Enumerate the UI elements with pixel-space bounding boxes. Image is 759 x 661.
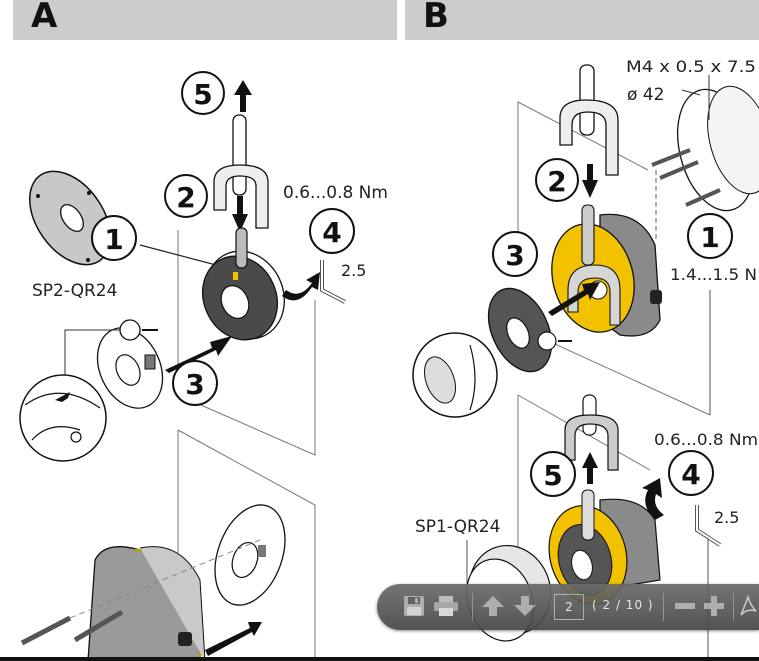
clamp-ring-b bbox=[487, 287, 572, 373]
step-3-b: 3 bbox=[492, 231, 538, 277]
step-3-a: 3 bbox=[172, 360, 218, 406]
fork-tool bbox=[213, 114, 269, 229]
sp2-plate bbox=[28, 170, 112, 266]
guide-plane bbox=[177, 230, 316, 456]
toolbar-separator bbox=[472, 593, 473, 621]
torque-label-b-mount: 1.4...1.5 N bbox=[670, 265, 757, 284]
arrow-down-icon bbox=[582, 164, 598, 198]
svg-text:3: 3 bbox=[505, 239, 524, 272]
panel-a-header: A bbox=[13, 0, 397, 40]
arrow-up-icon bbox=[582, 452, 598, 484]
hex-size-label-a: 2.5 bbox=[341, 261, 366, 280]
panel-b-header: B bbox=[405, 0, 759, 40]
panel-a-letter: A bbox=[31, 0, 58, 36]
arrow-up-icon bbox=[234, 80, 252, 112]
fork-tool-b bbox=[559, 64, 619, 176]
guide-line bbox=[177, 429, 316, 661]
step-1-a: 1 bbox=[91, 215, 137, 261]
floppy-disk-icon[interactable] bbox=[403, 595, 425, 619]
coupling-disk bbox=[202, 227, 285, 341]
plus-icon[interactable] bbox=[703, 595, 725, 619]
step-5-b: 5 bbox=[530, 451, 576, 497]
svg-text:1: 1 bbox=[104, 223, 123, 256]
printer-icon[interactable] bbox=[433, 595, 459, 619]
toolbar-separator bbox=[663, 593, 664, 621]
svg-text:2: 2 bbox=[176, 181, 195, 214]
alignment-line bbox=[69, 539, 261, 619]
torque-label-a: 0.6...0.8 Nm bbox=[283, 183, 388, 203]
diameter-label: ø 42 bbox=[627, 85, 664, 105]
panel-b-drawing: 2 1 3 5 4 M4 x 0.5 x 7.5 ø 42 1.4...1.5 … bbox=[412, 57, 759, 661]
rotate-arrow-icon bbox=[282, 272, 320, 301]
arrow-up-icon[interactable] bbox=[481, 595, 505, 619]
svg-text:3: 3 bbox=[185, 368, 204, 401]
pdf-toolbar: 2 ( 2 / 10 ) bbox=[377, 584, 759, 630]
step-2-b: 2 bbox=[535, 158, 579, 202]
hex-size-label-b: 2.5 bbox=[714, 508, 739, 527]
svg-text:5: 5 bbox=[543, 459, 562, 492]
panel-b-letter: B bbox=[423, 0, 449, 36]
actuator-body bbox=[87, 546, 206, 661]
arrow-assemble-icon bbox=[205, 622, 262, 656]
mounting-flange bbox=[214, 504, 286, 606]
page-count: ( 2 / 10 ) bbox=[592, 598, 654, 612]
arrow-down-icon[interactable] bbox=[513, 595, 537, 619]
panel-a-drawing: 5 2 1 4 3 SP2-QR24 0.6...0.8 Nm 2.5 bbox=[19, 71, 388, 661]
svg-text:4: 4 bbox=[322, 216, 341, 249]
page-bottom-border bbox=[0, 657, 759, 661]
screw bbox=[73, 609, 124, 643]
svg-text:1: 1 bbox=[700, 221, 719, 254]
svg-text:4: 4 bbox=[681, 458, 700, 491]
step-5-a: 5 bbox=[181, 71, 225, 115]
guide-line bbox=[517, 101, 649, 250]
mounting-flange-b bbox=[651, 85, 759, 240]
screw-spec-label: M4 x 0.5 x 7.5 bbox=[626, 57, 756, 76]
arrow-down-icon bbox=[232, 196, 248, 232]
step-1-b: 1 bbox=[687, 213, 733, 259]
detail-magnifier-b bbox=[412, 332, 498, 418]
step-4-a: 4 bbox=[309, 208, 355, 254]
toolbar-separator bbox=[733, 593, 734, 621]
rotate-arrow-icon bbox=[642, 478, 664, 520]
fork-tool-b-lower bbox=[564, 394, 619, 471]
svg-text:5: 5 bbox=[193, 78, 212, 111]
part-label-sp2: SP2-QR24 bbox=[32, 281, 117, 301]
clamp-ring bbox=[96, 319, 164, 409]
page-number-input[interactable]: 2 bbox=[554, 594, 584, 620]
torque-label-b-clamp: 0.6...0.8 Nm bbox=[654, 430, 758, 449]
acrobat-icon[interactable] bbox=[739, 594, 757, 619]
step-4-b: 4 bbox=[668, 450, 714, 496]
arrow-insert-icon bbox=[548, 282, 600, 316]
svg-text:2: 2 bbox=[547, 165, 566, 198]
minus-icon[interactable] bbox=[674, 595, 696, 619]
detail-magnifier bbox=[19, 374, 107, 462]
screw bbox=[20, 615, 72, 646]
actuator-yellow-b bbox=[551, 204, 662, 337]
step-2-a: 2 bbox=[164, 174, 208, 218]
arrow-insert-icon bbox=[165, 336, 232, 373]
part-label-sp1: SP1-QR24 bbox=[415, 517, 500, 537]
